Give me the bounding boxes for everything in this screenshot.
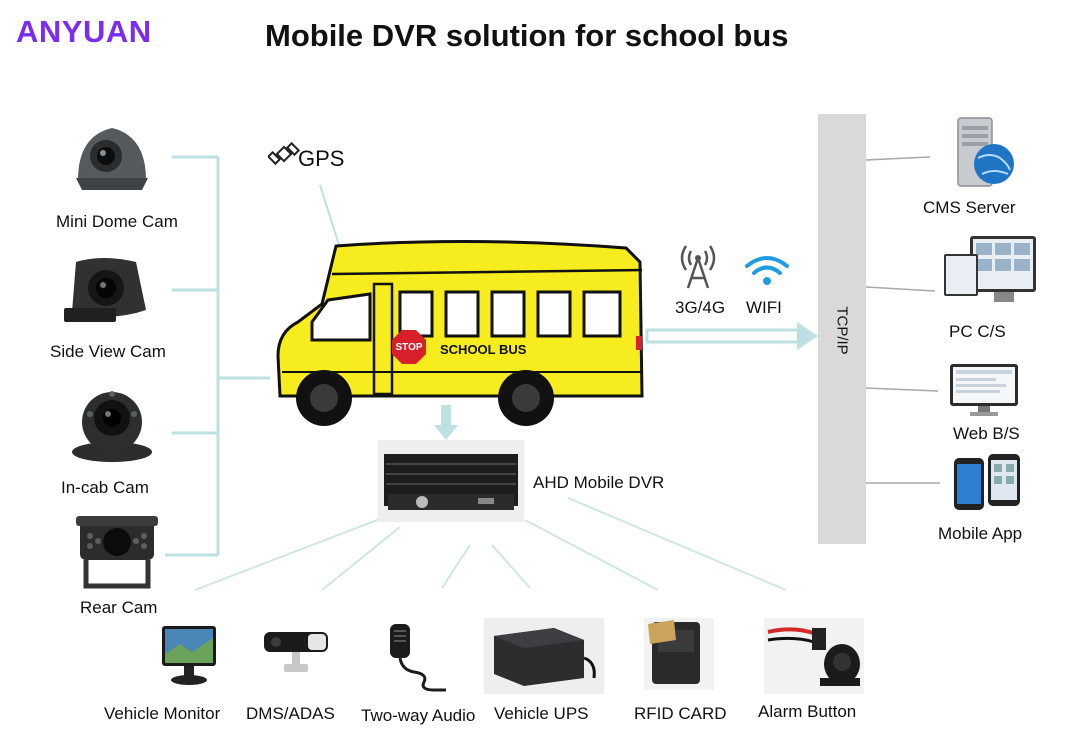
bus-side-text: SCHOOL BUS [440, 342, 527, 357]
cellular-tower-icon [676, 240, 720, 295]
two-way-audio-label: Two-way Audio [361, 706, 476, 725]
mini-dome-cam-label: Mini Dome Cam [56, 212, 178, 231]
tcp-ip-label-wrap: TCP/IP [818, 300, 866, 360]
in-cab-cam-label: In-cab Cam [61, 478, 149, 497]
dvr-label: AHD Mobile DVR [533, 473, 665, 492]
rfid-card-label: RFID CARD [634, 704, 727, 723]
handheld-microphone-icon [384, 620, 450, 699]
vehicle-monitor-icon [160, 624, 218, 693]
tcp-ip-label: TCP/IP [833, 305, 851, 355]
wifi-icon [744, 254, 790, 293]
gps-line [319, 184, 341, 249]
rear-cam-icon [76, 514, 158, 599]
client-lines [865, 156, 940, 484]
side-view-cam-label: Side View Cam [50, 342, 166, 361]
pc-icon [944, 234, 1038, 317]
diagram-title: Mobile DVR solution for school bus [265, 18, 789, 53]
brand-logo: ANYUAN [16, 14, 152, 49]
dms-adas-camera-icon [262, 628, 330, 683]
rfid-reader-icon [644, 618, 714, 695]
dms-adas-label: DMS/ADAS [246, 704, 335, 723]
vehicle-ups-label: Vehicle UPS [494, 704, 589, 723]
bus-to-dvr-arrow [434, 405, 458, 440]
network-arrow [645, 322, 818, 350]
pc-cs-label: PC C/S [949, 322, 1006, 341]
server-icon [950, 114, 1020, 195]
mini-dome-cam-icon [72, 118, 152, 201]
alarm-button-icon [764, 618, 864, 699]
mobile-phone-icon [952, 452, 1024, 517]
gps-label: GPS [298, 146, 345, 171]
mobile-app-label: Mobile App [938, 524, 1023, 543]
alarm-button-label: Alarm Button [758, 702, 857, 721]
in-cab-cam-icon [70, 382, 154, 471]
rear-cam-label: Rear Cam [80, 598, 158, 617]
ups-box-icon [484, 618, 604, 699]
dvr-device-icon [378, 440, 524, 527]
camera-bracket [165, 155, 270, 557]
peripheral-lines [194, 497, 787, 591]
web-bs-label: Web B/S [953, 424, 1020, 443]
cms-server-label: CMS Server [923, 198, 1016, 217]
stop-sign-text: STOP [395, 342, 422, 353]
wifi-label: WIFI [746, 298, 782, 317]
cellular-label: 3G/4G [675, 298, 726, 317]
tcp-ip-backbone [818, 114, 866, 544]
school-bus-icon: STOP SCHOOL BUS [270, 238, 650, 433]
side-view-cam-icon [62, 252, 156, 337]
satellite-icon [266, 138, 301, 175]
web-monitor-icon [948, 362, 1020, 423]
vehicle-monitor-label: Vehicle Monitor [104, 704, 221, 723]
